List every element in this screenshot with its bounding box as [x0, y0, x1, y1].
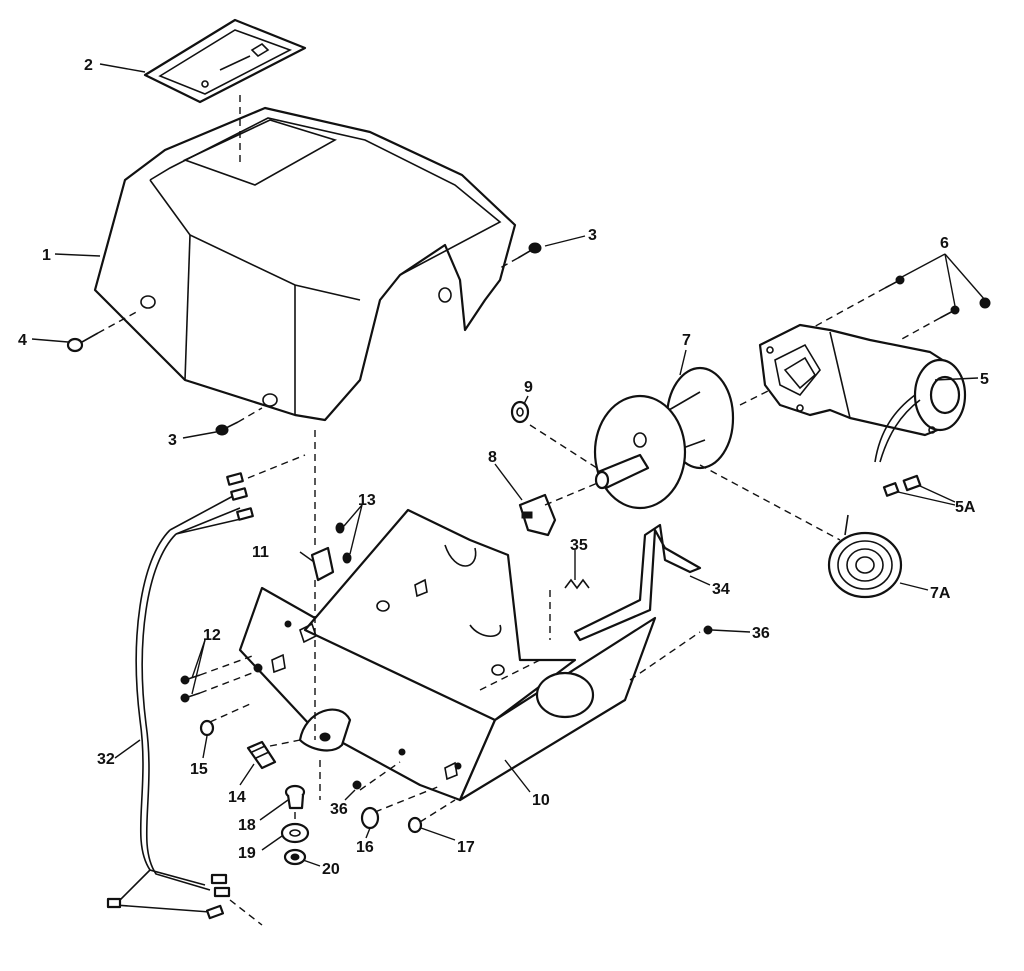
part-36-screw-a [352, 780, 362, 790]
callout-17: 17 [457, 839, 475, 856]
part-5-motor [758, 323, 967, 463]
part-15-grommet [199, 719, 215, 737]
part-5a-connectors [882, 474, 922, 497]
callout-9: 9 [524, 379, 533, 396]
part-34-rod [573, 523, 702, 642]
callout-36-right: 36 [752, 625, 770, 642]
callout-4: 4 [18, 332, 27, 349]
part-1-cover [93, 95, 517, 422]
leader-lines [31, 63, 986, 867]
callout-13: 13 [358, 492, 376, 509]
part-17-washer [407, 816, 423, 834]
part-14-spring [246, 740, 277, 770]
part-11-switch [310, 546, 335, 582]
callout-19: 19 [238, 845, 256, 862]
callout-18: 18 [238, 817, 256, 834]
part-18-screw [284, 784, 306, 810]
part-35-spring [564, 578, 590, 590]
part-8-clip [518, 493, 557, 537]
callout-35: 35 [570, 537, 588, 554]
part-3-screw-lower [215, 407, 263, 436]
part-36-screw-b [703, 625, 713, 635]
callout-6: 6 [940, 235, 949, 252]
callout-7a: 7A [930, 585, 951, 602]
callout-1: 1 [42, 247, 51, 264]
callout-36-left: 36 [330, 801, 348, 818]
part-2-label-plate [143, 18, 307, 104]
callout-12: 12 [203, 627, 221, 644]
part-16-cap [360, 806, 380, 830]
callout-14: 14 [228, 789, 246, 806]
callout-3-upper: 3 [588, 227, 597, 244]
callout-3-lower: 3 [168, 432, 177, 449]
part-19-washer [280, 822, 310, 844]
callout-34: 34 [712, 581, 730, 598]
callouts: 2 1 3 3 4 6 5 5A 7 7A 9 8 11 13 35 34 36… [18, 57, 989, 878]
callout-2: 2 [84, 57, 93, 74]
callout-15: 15 [190, 761, 208, 778]
callout-16: 16 [356, 839, 374, 856]
alignment-lines [209, 389, 841, 926]
part-13-nuts [335, 522, 352, 564]
callout-7: 7 [682, 332, 691, 349]
callout-20: 20 [322, 861, 340, 878]
part-32-wiring-harness [106, 472, 254, 920]
part-12-screws [180, 654, 261, 703]
callout-5: 5 [980, 371, 989, 388]
part-7-reel [593, 366, 735, 510]
part-7a-spring [827, 514, 903, 599]
callout-10: 10 [532, 792, 550, 809]
part-3-screw-upper [499, 242, 542, 269]
callout-5a: 5A [955, 499, 976, 516]
callout-11: 11 [252, 544, 269, 561]
callout-8: 8 [488, 449, 497, 466]
callout-32: 32 [97, 751, 115, 768]
part-4-screw [66, 309, 141, 353]
part-9-washer [510, 400, 530, 424]
part-10-base-bracket [238, 508, 657, 802]
part-6-screws [789, 275, 991, 341]
part-20-nut [283, 848, 307, 866]
